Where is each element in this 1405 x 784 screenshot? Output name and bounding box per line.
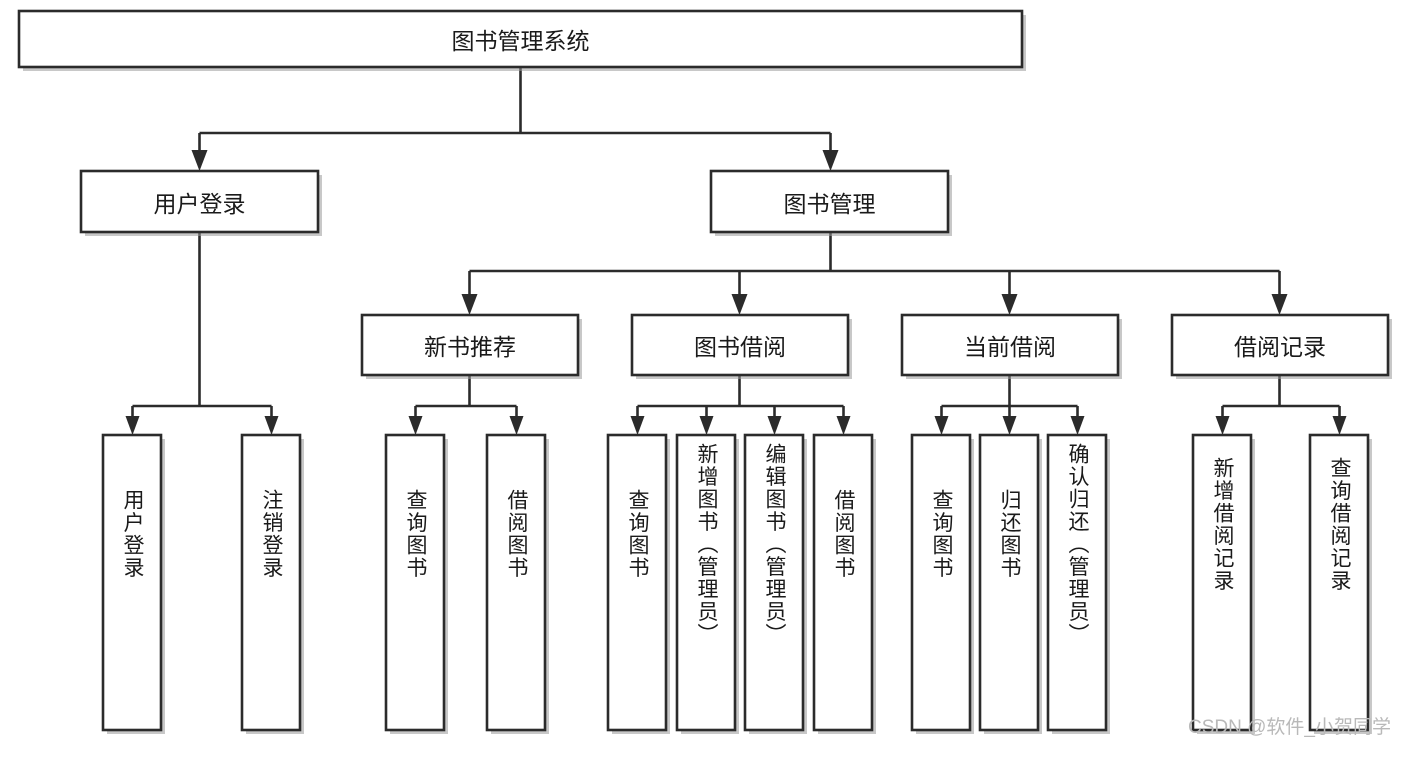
arrow-head-leaf-query-book-1	[408, 416, 423, 435]
arrow-head-leaf-logout-login	[264, 416, 279, 435]
arrow-head-book-borrow	[731, 294, 748, 315]
root-node-box[interactable]	[17, 9, 1024, 69]
arrow-head-leaf-add-record	[1215, 416, 1230, 435]
arrow-head-leaf-query-book-3	[934, 416, 949, 435]
connector-group-current-borrow	[934, 376, 1085, 435]
borrow-record-node-box[interactable]	[1170, 313, 1390, 377]
connector-group-new-book-recommend	[408, 376, 524, 435]
leaf-add-record-box[interactable]	[1191, 433, 1253, 732]
arrow-head-leaf-user-login	[125, 416, 140, 435]
user-login-node-box[interactable]	[79, 169, 320, 234]
leaf-query-book-1-box[interactable]	[384, 433, 446, 732]
arrow-head-user-login	[191, 150, 208, 171]
arrow-head-leaf-add-book	[699, 416, 714, 435]
current-borrow-node-box[interactable]	[900, 313, 1120, 377]
arrow-head-leaf-confirm-return	[1070, 416, 1085, 435]
arrow-head-leaf-borrow-book-2	[836, 416, 851, 435]
arrow-head-book-management	[822, 150, 839, 171]
arrow-head-leaf-borrow-book-1	[509, 416, 524, 435]
leaf-borrow-book-1-box[interactable]	[485, 433, 547, 732]
flowchart-svg	[17, 9, 1392, 734]
book-borrow-node-box[interactable]	[630, 313, 850, 377]
leaf-borrow-book-2-box[interactable]	[812, 433, 874, 732]
leaf-return-book-box[interactable]	[978, 433, 1040, 732]
connector-group-root	[191, 68, 839, 171]
arrow-head-new-book-recommend	[461, 294, 478, 315]
arrow-head-leaf-query-record	[1332, 416, 1347, 435]
connector-group-user-login	[125, 233, 279, 435]
book-management-node-box[interactable]	[709, 169, 950, 234]
leaf-add-book-box[interactable]	[675, 433, 737, 732]
leaf-query-book-2-box[interactable]	[606, 433, 668, 732]
arrow-head-leaf-return-book	[1002, 416, 1017, 435]
leaf-user-login-box[interactable]	[101, 433, 163, 732]
flowchart-diagram: 图书管理系统 用户登录 图书管理 新书推荐 图书借阅 当前借阅 借阅记录 用户登…	[17, 9, 1392, 738]
leaf-confirm-return-box[interactable]	[1046, 433, 1108, 732]
leaf-query-book-3-box[interactable]	[910, 433, 972, 732]
arrow-head-leaf-query-book-2	[630, 416, 645, 435]
arrow-head-borrow-record	[1271, 294, 1288, 315]
connector-group-book-borrow	[630, 376, 851, 435]
leaf-query-record-box[interactable]	[1308, 433, 1370, 732]
new-book-recommend-node-box[interactable]	[360, 313, 580, 377]
connector-group-book-management	[461, 233, 1288, 315]
arrow-head-current-borrow	[1001, 294, 1018, 315]
leaf-logout-login-box[interactable]	[240, 433, 302, 732]
arrow-head-leaf-edit-book	[767, 416, 782, 435]
leaf-edit-book-box[interactable]	[743, 433, 805, 732]
connector-group-borrow-record	[1215, 376, 1347, 435]
